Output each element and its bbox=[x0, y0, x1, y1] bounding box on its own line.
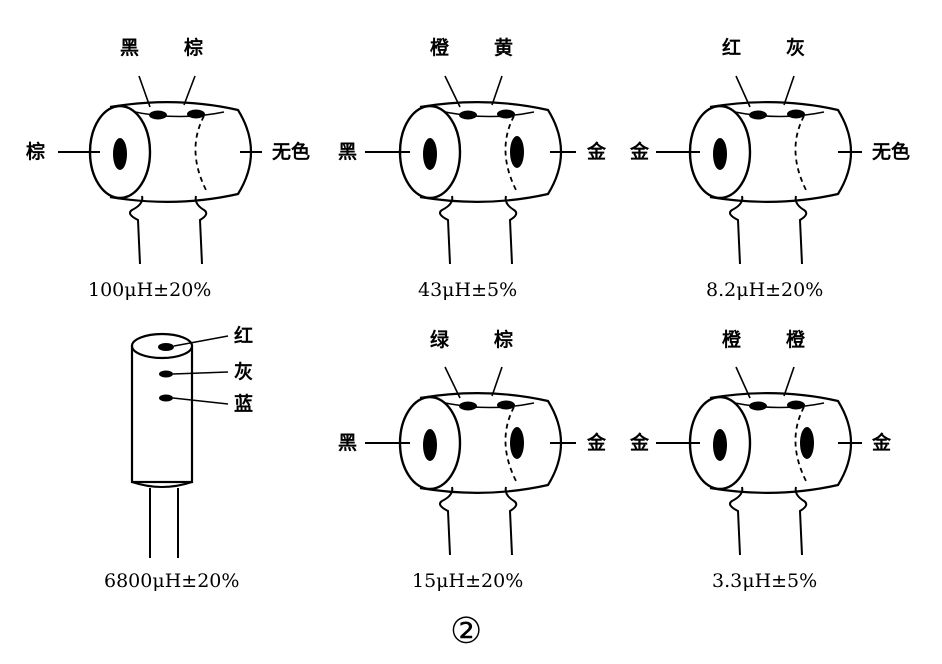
inductor-3 bbox=[656, 75, 862, 266]
inductor-6 bbox=[656, 366, 862, 557]
inductor-6-value: 3.3μH±5% bbox=[712, 570, 818, 592]
inductor-4-value: 6800μH±20% bbox=[104, 570, 240, 592]
inductor-5 bbox=[365, 366, 576, 557]
inductor-1 bbox=[58, 75, 262, 266]
inductor-2-left-label: 黑 bbox=[338, 141, 358, 163]
inductor-3-top-right-label: 灰 bbox=[786, 37, 806, 59]
inductor-4-band1-label: 红 bbox=[234, 325, 254, 347]
inductor-5-top-right-label: 棕 bbox=[494, 329, 514, 351]
inductor-2 bbox=[365, 75, 576, 266]
inductor-1-value: 100μH±20% bbox=[88, 279, 212, 301]
inductor-1-left-label: 棕 bbox=[26, 141, 46, 163]
inductor-3-right-label: 无色 bbox=[872, 141, 911, 163]
inductor-4-band2-label: 灰 bbox=[234, 361, 254, 383]
inductor-5-right-label: 金 bbox=[587, 432, 607, 454]
inductor-2-top-right-label: 黄 bbox=[494, 37, 514, 59]
inductor-4 bbox=[130, 332, 229, 558]
inductor-6-left-label: 金 bbox=[630, 432, 650, 454]
inductor-3-left-label: 金 bbox=[630, 141, 650, 163]
inductor-2-right-label: 金 bbox=[587, 141, 607, 163]
inductor-5-value: 15μH±20% bbox=[412, 570, 524, 592]
inductor-1-top-left-label: 黑 bbox=[120, 37, 140, 59]
figure-number: ② bbox=[450, 611, 483, 652]
inductor-1-top-right-label: 棕 bbox=[184, 37, 204, 59]
inductor-6-top-left-label: 橙 bbox=[722, 329, 742, 351]
inductor-3-top-left-label: 红 bbox=[722, 37, 742, 59]
inductor-6-top-right-label: 橙 bbox=[786, 329, 806, 351]
inductor-5-top-left-label: 绿 bbox=[430, 329, 450, 351]
inductor-1-right-label: 无色 bbox=[272, 141, 311, 163]
inductor-2-value: 43μH±5% bbox=[418, 279, 518, 301]
inductor-2-top-left-label: 橙 bbox=[430, 37, 450, 59]
inductor-5-left-label: 黑 bbox=[338, 432, 358, 454]
inductor-4-band3-label: 蓝 bbox=[234, 393, 254, 415]
inductor-6-right-label: 金 bbox=[872, 432, 892, 454]
inductor-3-value: 8.2μH±20% bbox=[706, 279, 824, 301]
